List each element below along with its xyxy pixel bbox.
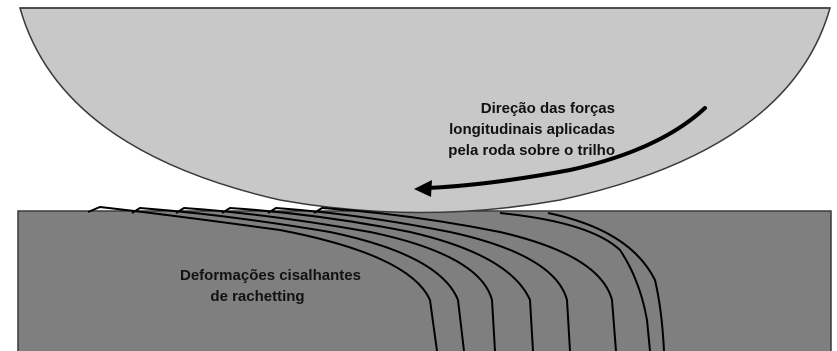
shear-deformation-lines [87, 205, 665, 351]
shear-line [547, 212, 665, 351]
force-label-line-2: longitudinais aplicadas [449, 121, 615, 138]
force-label-line-3: pela roda sobre o trilho [448, 142, 615, 159]
shear-line [87, 205, 438, 351]
shear-line [313, 206, 617, 351]
shear-deformation-label: Deformações cisalhantes de rachetting [180, 265, 361, 307]
wheel-body [19, 7, 831, 214]
shear-line [267, 206, 571, 351]
rail-body [17, 210, 832, 351]
force-direction-arrow [426, 106, 707, 190]
shear-label-line-2: de rachetting [210, 288, 305, 305]
arrow-head-icon [414, 180, 432, 197]
shear-line [131, 206, 465, 351]
force-label-line-1: Direção das forças [480, 100, 615, 117]
shear-label-line-1: Deformações cisalhantes [180, 267, 361, 284]
shear-line [175, 206, 496, 351]
shear-line [221, 206, 534, 351]
shear-line [499, 212, 651, 351]
force-direction-label: Direção das forças longitudinais aplicad… [420, 98, 615, 161]
